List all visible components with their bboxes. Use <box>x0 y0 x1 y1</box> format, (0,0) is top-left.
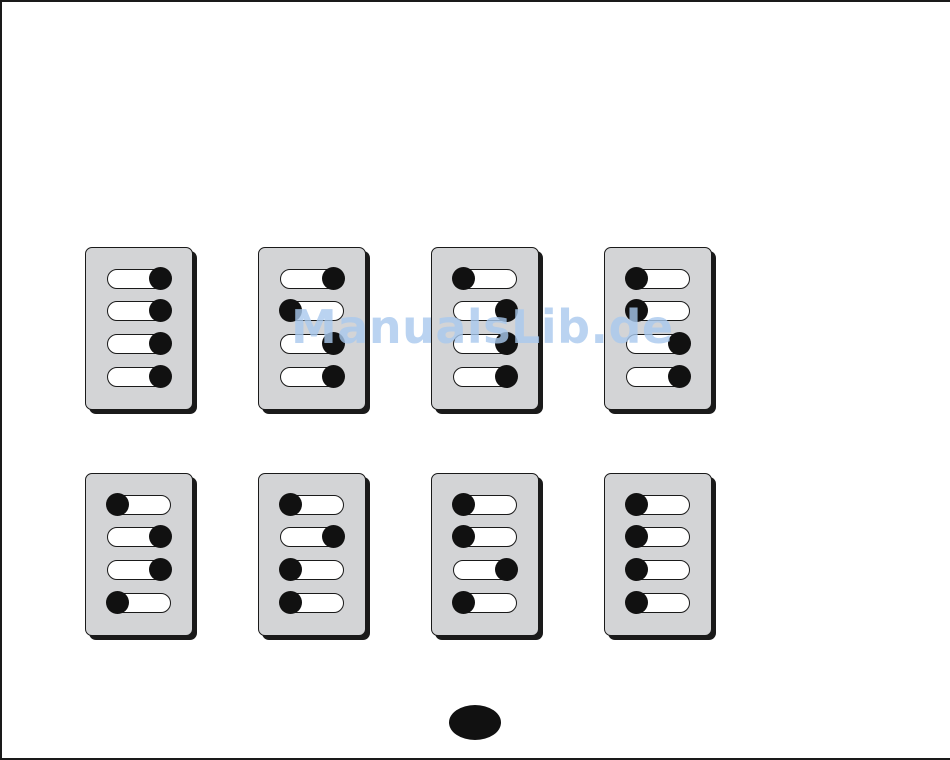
dip-switch-2-off <box>280 301 344 321</box>
dip-switch-1-off <box>107 495 171 515</box>
dip-switch-block-1 <box>85 247 193 410</box>
dip-switch-1-off <box>453 495 517 515</box>
switch-knob <box>279 299 302 322</box>
switch-knob <box>149 332 172 355</box>
dip-switch-block-5 <box>85 473 193 636</box>
switch-knob <box>279 493 302 516</box>
switch-knob <box>625 525 648 548</box>
switch-knob <box>322 525 345 548</box>
switch-knob <box>625 591 648 614</box>
switch-knob <box>149 525 172 548</box>
switch-knob <box>149 267 172 290</box>
dip-switch-2-on <box>107 301 171 321</box>
dip-switch-4-on <box>107 367 171 387</box>
dip-switch-4-off <box>626 593 690 613</box>
dip-switch-3-on <box>107 560 171 580</box>
switch-knob <box>625 267 648 290</box>
switch-knob <box>668 332 691 355</box>
page-number-tab <box>449 705 501 740</box>
dip-switch-block-8 <box>604 473 712 636</box>
dip-switch-3-off <box>280 560 344 580</box>
dip-switch-1-off <box>626 269 690 289</box>
switch-knob <box>106 591 129 614</box>
switch-knob <box>668 365 691 388</box>
switch-knob <box>495 365 518 388</box>
dip-switch-2-off <box>626 527 690 547</box>
dip-switch-4-on <box>280 367 344 387</box>
dip-switch-block-2 <box>258 247 366 410</box>
dip-switch-4-off <box>453 593 517 613</box>
switch-knob <box>625 299 648 322</box>
dip-switch-2-on <box>453 301 517 321</box>
dip-switch-block-4 <box>604 247 712 410</box>
switch-knob <box>322 267 345 290</box>
switch-knob <box>495 332 518 355</box>
dip-switch-1-off <box>280 495 344 515</box>
dip-switch-1-off <box>453 269 517 289</box>
switch-knob <box>279 558 302 581</box>
switch-knob <box>452 267 475 290</box>
switch-knob <box>149 299 172 322</box>
switch-knob <box>452 591 475 614</box>
dip-switch-3-on <box>453 560 517 580</box>
dip-switch-1-on <box>280 269 344 289</box>
dip-switch-block-6 <box>258 473 366 636</box>
dip-switch-4-off <box>280 593 344 613</box>
dip-switch-1-off <box>626 495 690 515</box>
switch-knob <box>452 525 475 548</box>
switch-knob <box>625 493 648 516</box>
switch-knob <box>495 558 518 581</box>
switch-knob <box>322 332 345 355</box>
dip-switch-3-on <box>453 334 517 354</box>
dip-switch-3-off <box>626 560 690 580</box>
dip-switch-4-on <box>626 367 690 387</box>
dip-switch-3-on <box>280 334 344 354</box>
dip-switch-4-on <box>453 367 517 387</box>
dip-switch-2-off <box>626 301 690 321</box>
dip-switch-block-7 <box>431 473 539 636</box>
switch-knob <box>279 591 302 614</box>
dip-switch-2-off <box>453 527 517 547</box>
dip-switch-2-on <box>280 527 344 547</box>
dip-switch-1-on <box>107 269 171 289</box>
dip-switch-4-off <box>107 593 171 613</box>
switch-knob <box>452 493 475 516</box>
dip-switch-2-on <box>107 527 171 547</box>
switch-knob <box>495 299 518 322</box>
dip-switch-block-3 <box>431 247 539 410</box>
switch-knob <box>625 558 648 581</box>
switch-knob <box>106 493 129 516</box>
switch-knob <box>149 365 172 388</box>
switch-knob <box>322 365 345 388</box>
dip-switch-3-on <box>107 334 171 354</box>
dip-switch-3-on <box>626 334 690 354</box>
switch-knob <box>149 558 172 581</box>
